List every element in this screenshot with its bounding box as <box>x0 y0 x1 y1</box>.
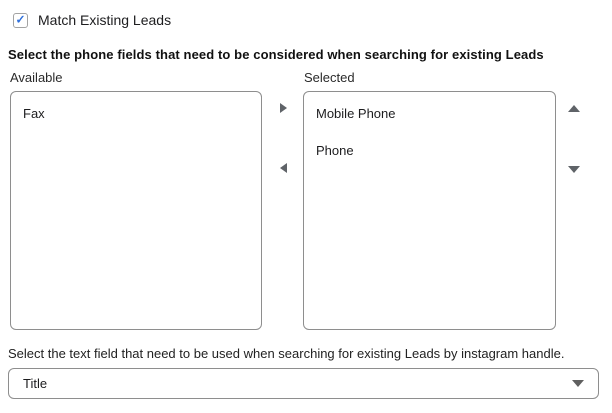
selected-label: Selected <box>304 70 355 85</box>
move-up-button[interactable] <box>566 100 582 116</box>
right-triangle-icon <box>279 103 287 113</box>
down-triangle-icon <box>568 165 580 173</box>
move-to-available-button[interactable] <box>275 160 291 176</box>
match-existing-leads-checkbox[interactable]: ✓ <box>13 12 28 28</box>
up-triangle-icon <box>568 104 580 112</box>
left-triangle-icon <box>279 163 287 173</box>
list-item-phone[interactable]: Phone <box>316 143 354 158</box>
instagram-field-label: Select the text field that need to be us… <box>8 346 565 361</box>
available-listbox[interactable]: Fax <box>10 91 262 330</box>
selected-listbox[interactable]: Mobile Phone Phone <box>303 91 556 330</box>
dropdown-selected-value: Title <box>23 376 48 391</box>
checkmark-icon: ✓ <box>15 12 26 27</box>
match-existing-leads-label: Match Existing Leads <box>38 12 172 28</box>
available-label: Available <box>10 70 63 85</box>
list-item-fax[interactable]: Fax <box>23 106 45 121</box>
phone-fields-heading: Select the phone fields that need to be … <box>8 47 544 62</box>
match-existing-leads-row: ✓ Match Existing Leads <box>13 12 171 28</box>
move-to-selected-button[interactable] <box>275 100 291 116</box>
dropdown-caret-icon <box>572 380 584 387</box>
instagram-field-dropdown[interactable]: Title <box>8 368 599 399</box>
list-item-mobile-phone[interactable]: Mobile Phone <box>316 106 396 121</box>
move-down-button[interactable] <box>566 161 582 177</box>
